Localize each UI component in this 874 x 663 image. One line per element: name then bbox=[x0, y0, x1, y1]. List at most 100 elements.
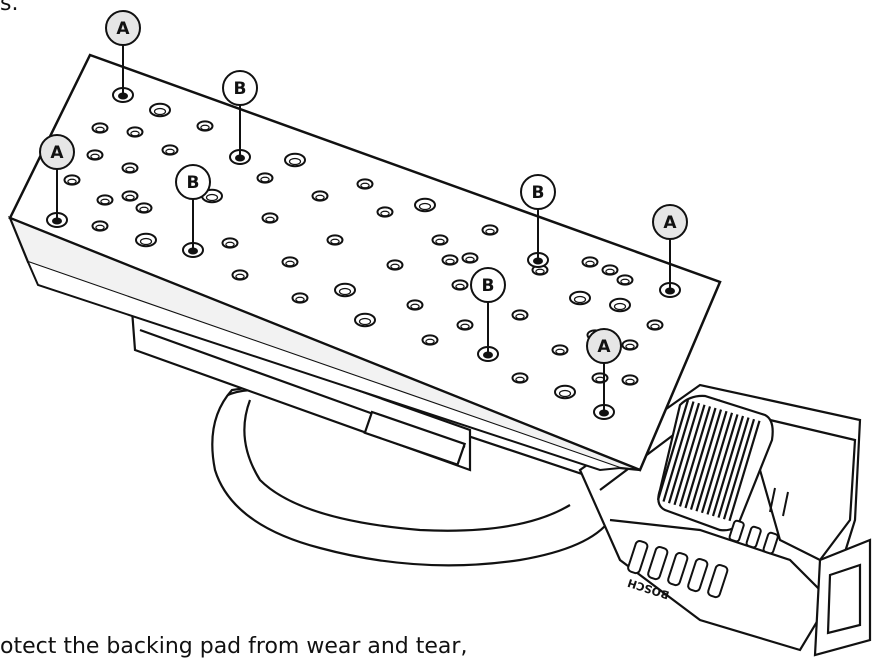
callout-b1: B bbox=[222, 70, 258, 165]
plate-hole-inner bbox=[613, 302, 627, 311]
plate-hole-inner bbox=[205, 193, 219, 202]
plate-hole-inner bbox=[558, 389, 572, 398]
dial-ridge bbox=[700, 412, 734, 514]
plate-hole-inner bbox=[139, 237, 153, 246]
plate-hole-inner bbox=[225, 241, 235, 248]
text-fragment-top: s. bbox=[0, 0, 19, 16]
plate-hole-inner bbox=[460, 323, 470, 330]
plate-hole-inner bbox=[465, 256, 475, 263]
dial-ridge bbox=[667, 402, 701, 504]
screw-hole-center-a3 bbox=[665, 287, 675, 295]
callout-bubble bbox=[222, 70, 258, 106]
plate-hole-inner bbox=[338, 287, 352, 296]
dial-ridge bbox=[717, 417, 750, 518]
plate-hole-inner bbox=[200, 124, 210, 131]
plate-hole-inner bbox=[455, 283, 465, 290]
dial-ridge bbox=[728, 420, 761, 522]
plate-hole-inner bbox=[515, 313, 525, 320]
callout-bubble bbox=[105, 10, 141, 46]
dial-ridge bbox=[684, 407, 717, 509]
plate-hole-inner bbox=[418, 202, 432, 211]
callout-bubble bbox=[520, 174, 556, 210]
screw-hole-center-b2 bbox=[188, 247, 198, 255]
callout-label: B bbox=[187, 173, 200, 193]
plate-hole-inner bbox=[605, 268, 615, 275]
plate-hole-inner bbox=[625, 378, 635, 385]
callout-label: A bbox=[116, 19, 130, 39]
dial-ridge bbox=[711, 415, 745, 517]
callout-b4: B bbox=[470, 267, 506, 362]
callout-b3: B bbox=[520, 174, 556, 268]
plate-hole-inner bbox=[425, 338, 435, 345]
plate-hole-inner bbox=[130, 130, 140, 137]
callout-label: B bbox=[234, 79, 247, 99]
plate-hole-inner bbox=[153, 107, 167, 116]
plate-hole-inner bbox=[435, 238, 445, 245]
plate-hole-inner bbox=[288, 157, 302, 166]
plate-hole-inner bbox=[90, 153, 100, 160]
callout-b2: B bbox=[175, 164, 211, 258]
plate-hole-inner bbox=[535, 268, 545, 275]
callout-label: A bbox=[597, 337, 611, 357]
dial-ridge bbox=[678, 406, 712, 507]
screw-hole-center-b3 bbox=[533, 257, 543, 265]
dial-ridge bbox=[662, 401, 695, 502]
callout-bubble bbox=[470, 267, 506, 303]
plate-hole-inner bbox=[315, 194, 325, 201]
screw-hole-center-a2 bbox=[52, 217, 62, 225]
plate-hole-inner bbox=[265, 216, 275, 223]
text-fragment-bottom: otect the backing pad from wear and tear… bbox=[0, 634, 468, 659]
plate-hole-inner bbox=[380, 210, 390, 217]
callout-bubble bbox=[175, 164, 211, 200]
plate-hole-inner bbox=[285, 260, 295, 267]
callout-label: A bbox=[663, 213, 677, 233]
callout-label: B bbox=[482, 276, 495, 296]
plate-hole-inner bbox=[260, 176, 270, 183]
plate-hole-inner bbox=[295, 296, 305, 303]
plate-hole-inner bbox=[95, 126, 105, 133]
callout-a3: A bbox=[652, 204, 688, 298]
plate-hole-inner bbox=[650, 323, 660, 330]
callout-label: A bbox=[50, 143, 64, 163]
dial-ridge bbox=[656, 399, 690, 501]
screw-hole-center-a4 bbox=[599, 409, 609, 417]
plate-hole-inner bbox=[585, 260, 595, 267]
plate-hole-inner bbox=[485, 228, 495, 235]
callout-layer: A B A B B A B A bbox=[39, 10, 688, 420]
plate-hole-inner bbox=[139, 206, 149, 213]
plate-hole-inner bbox=[515, 376, 525, 383]
plate-hole-inner bbox=[445, 258, 455, 265]
callout-a1: A bbox=[105, 10, 141, 103]
sander-body: BOSCH bbox=[130, 308, 872, 657]
callout-label: B bbox=[532, 183, 545, 203]
plate-hole-inner bbox=[165, 148, 175, 155]
plate-hole-inner bbox=[390, 263, 400, 270]
callout-bubble bbox=[586, 328, 622, 364]
plate-hole-inner bbox=[67, 178, 77, 185]
plate-hole-inner bbox=[100, 198, 110, 205]
plate-hole-inner bbox=[625, 343, 635, 350]
dial-ridge bbox=[722, 418, 756, 520]
dial-ridge bbox=[673, 404, 706, 506]
callout-a4: A bbox=[586, 328, 622, 420]
plate-hole-inner bbox=[410, 303, 420, 310]
plate-hole-inner bbox=[573, 295, 587, 304]
dial-ridge bbox=[695, 410, 728, 512]
callout-a2: A bbox=[39, 134, 75, 228]
dial-ridge bbox=[706, 414, 739, 515]
callout-bubble bbox=[39, 134, 75, 170]
plate-hole-inner bbox=[330, 238, 340, 245]
screw-hole-center-b1 bbox=[235, 154, 245, 162]
plate-hole-inner bbox=[555, 348, 565, 355]
plate-hole-inner bbox=[358, 317, 372, 326]
plate-hole-inner bbox=[360, 182, 370, 189]
plate-hole-inner bbox=[125, 194, 135, 201]
plate-hole-inner bbox=[620, 278, 630, 285]
plate-hole-inner bbox=[95, 224, 105, 231]
plate-hole-inner bbox=[125, 166, 135, 173]
dial-ridge bbox=[689, 409, 723, 510]
callout-bubble bbox=[652, 204, 688, 240]
screw-hole-center-a1 bbox=[118, 92, 128, 100]
